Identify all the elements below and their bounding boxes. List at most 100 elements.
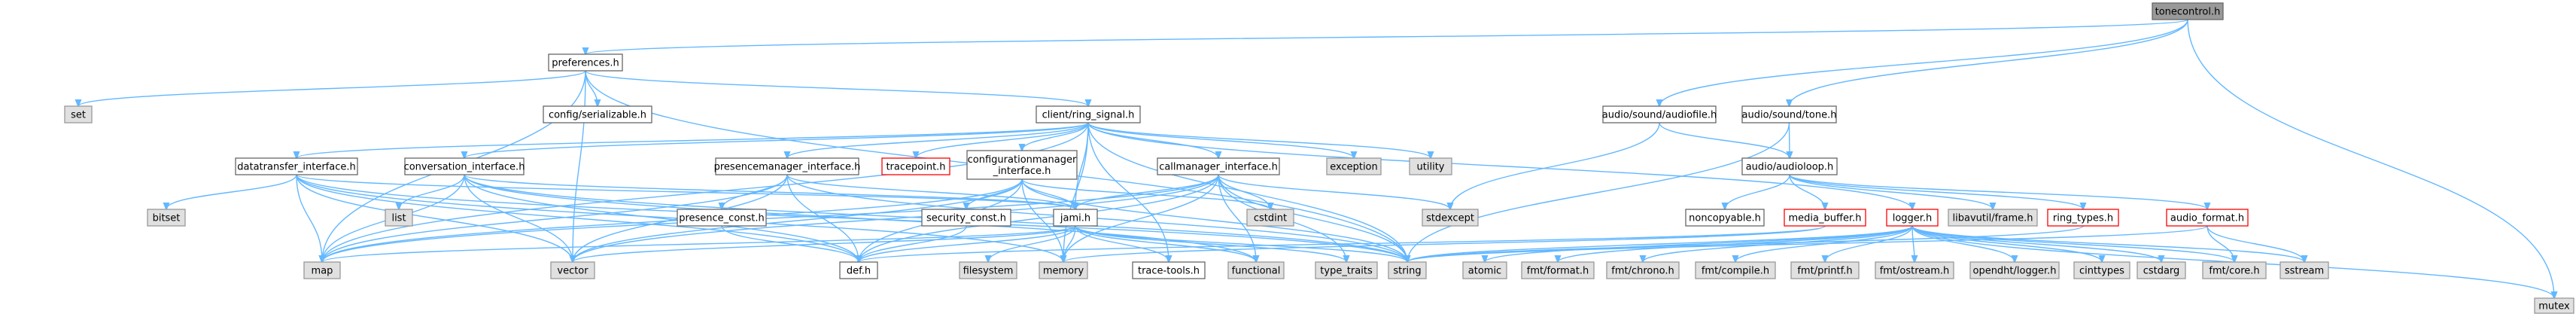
edge-logger-to-cstdarg: [1911, 225, 2161, 262]
node-box: [1036, 105, 1141, 123]
node-label: memory: [1043, 266, 1084, 277]
node-label: datatransfer_interface.h: [237, 162, 355, 173]
edge-tonecontrol-to-audiofile: [1659, 19, 2188, 106]
node-exception: exception: [1326, 157, 1382, 175]
node-box: [1741, 105, 1837, 123]
node-audioloop[interactable]: audio/audioloop.h: [1741, 157, 1838, 175]
node-sstream: sstream: [2279, 261, 2329, 279]
node-bitset: bitset: [147, 209, 186, 227]
edge-ring_signal-to-tracepoint: [916, 122, 1089, 158]
node-box: [1602, 105, 1717, 123]
node-label: configurationmanager: [968, 154, 1077, 166]
node-trace-tools[interactable]: trace-tools.h: [1132, 261, 1206, 279]
edge-ring_signal-to-string: [1087, 122, 1407, 262]
node-presence-const[interactable]: presence_const.h: [677, 209, 767, 227]
node-label: functional: [1232, 266, 1281, 277]
edge-security_const-to-def: [859, 225, 967, 262]
node-ring-signal[interactable]: client/ring_signal.h: [1036, 105, 1141, 123]
node-mutex: mutex: [2534, 297, 2574, 314]
node-box: [715, 157, 859, 175]
node-security-const[interactable]: security_const.h: [921, 209, 1011, 227]
node-box: [235, 157, 358, 175]
node-label: fmt/compile.h: [1702, 266, 1769, 277]
node-label: _interface.h: [993, 166, 1051, 177]
node-label: fmt/ostream.h: [1880, 266, 1950, 277]
node-label: libavutil/frame.h: [1953, 213, 2033, 224]
edge-conversation-to-def: [464, 174, 859, 262]
node-presencemanager[interactable]: presencemanager_interface.h: [714, 157, 861, 175]
node-box: [921, 209, 1011, 227]
edge-ring_signal-to-memory: [1063, 122, 1089, 262]
node-label: audio/sound/audiofile.h: [1602, 110, 1717, 121]
edge-tonecontrol-to-tone: [1790, 19, 2188, 106]
node-box: [2202, 261, 2267, 279]
node-box: [839, 261, 878, 279]
node-box: [1695, 261, 1776, 279]
edge-audio_format-to-string: [1407, 225, 2208, 262]
node-configurationmanager[interactable]: configurationmanager_interface.h: [966, 150, 1078, 180]
edge-logger-to-opendht_logger: [1911, 225, 2015, 262]
node-label: tonecontrol.h: [2155, 7, 2221, 18]
node-def[interactable]: def.h: [839, 261, 878, 279]
edge-datatransfer-to-vector: [296, 174, 573, 262]
node-audio-format[interactable]: audio_format.h: [2166, 209, 2249, 227]
node-box: [2137, 261, 2186, 279]
node-label: logger.h: [1893, 213, 1933, 224]
node-noncopyable[interactable]: noncopyable.h: [1685, 209, 1765, 227]
node-label: fmt/chrono.h: [1611, 266, 1674, 277]
node-filesystem: filesystem: [959, 261, 1017, 279]
node-callmanager[interactable]: callmanager_interface.h: [1157, 157, 1280, 175]
node-label: client/ring_signal.h: [1042, 110, 1135, 121]
node-box: [1315, 261, 1378, 279]
edge-preferences-to-ring_signal: [585, 70, 1088, 106]
node-datatransfer[interactable]: datatransfer_interface.h: [235, 157, 358, 175]
node-jami[interactable]: jami.h: [1053, 209, 1098, 227]
node-label: mutex: [2538, 301, 2570, 312]
node-preferences[interactable]: preferences.h: [548, 53, 623, 72]
edge-callmanager-to-memory: [1063, 174, 1219, 262]
node-label: string: [1393, 266, 1421, 277]
node-conversation[interactable]: conversation_interface.h: [404, 157, 525, 175]
node-box: [959, 261, 1017, 279]
node-label: exception: [1330, 162, 1378, 173]
node-utility: utility: [1409, 157, 1452, 175]
edge-configurationmanager-to-map: [322, 178, 1023, 262]
edge-presencemanager-to-jami: [786, 174, 1075, 209]
node-box: [1685, 209, 1765, 227]
node-audiofile[interactable]: audio/sound/audiofile.h: [1602, 105, 1717, 123]
node-tracepoint[interactable]: tracepoint.h: [881, 157, 950, 175]
edge-conversation-to-list: [399, 174, 465, 209]
edge-audio_format-to-sstream: [2206, 225, 2304, 262]
edge-audiofile-to-stdexcept: [1450, 122, 1660, 209]
node-label: tracepoint.h: [886, 162, 945, 173]
node-fmt-ostream: fmt/ostream.h: [1875, 261, 1954, 279]
edge-jami-to-def: [859, 225, 1076, 262]
edge-tonecontrol-to-preferences: [585, 19, 2188, 54]
node-label: utility: [1417, 162, 1445, 173]
node-box: [1132, 261, 1206, 279]
node-tonecontrol[interactable]: tonecontrol.h: [2152, 2, 2224, 20]
node-label: sstream: [2285, 266, 2324, 277]
node-tone[interactable]: audio/sound/tone.h: [1741, 105, 1837, 123]
node-box: [1886, 209, 1939, 227]
node-cstdint: cstdint: [1246, 209, 1294, 227]
node-type-traits: type_traits: [1315, 261, 1378, 279]
edge-jami-to-filesystem: [988, 225, 1076, 262]
node-label: callmanager_interface.h: [1159, 162, 1278, 173]
node-fmt-chrono: fmt/chrono.h: [1606, 261, 1680, 279]
node-box: [1326, 157, 1382, 175]
edge-jami-to-type_traits: [1075, 225, 1346, 262]
node-media-buffer[interactable]: media_buffer.h: [1784, 209, 1866, 227]
edge-jami-to-functional: [1075, 225, 1256, 262]
node-logger[interactable]: logger.h: [1886, 209, 1939, 227]
edge-logger-to-fmt_ostream: [1912, 225, 1915, 262]
node-cstdarg: cstdarg: [2137, 261, 2186, 279]
edge-ring_signal-to-utility: [1087, 122, 1431, 158]
node-ring-types[interactable]: ring_types.h: [2047, 209, 2119, 227]
node-serializable[interactable]: config/serializable.h: [543, 105, 652, 123]
node-label: stdexcept: [1426, 213, 1474, 224]
node-box: [385, 209, 413, 227]
node-box: [1606, 261, 1680, 279]
edge-preferences-to-vector: [573, 70, 586, 262]
node-label: audio/sound/tone.h: [1742, 110, 1837, 121]
